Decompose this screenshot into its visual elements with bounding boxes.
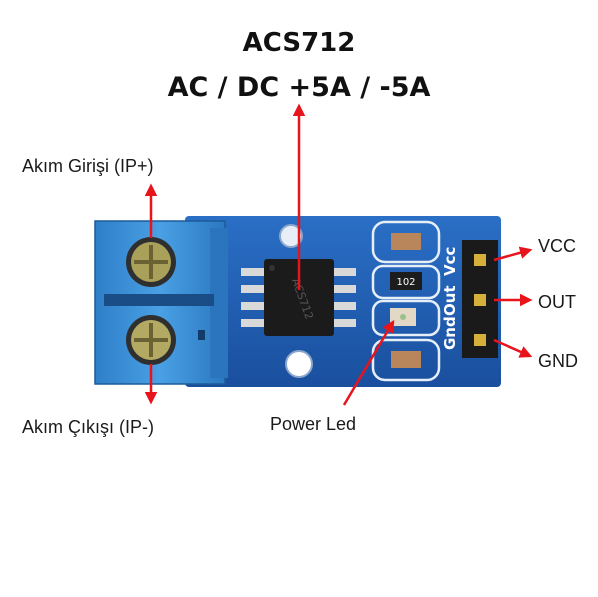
label-current-output: Akım Çıkışı (IP-)	[22, 417, 154, 437]
diagram-title: ACS712	[242, 28, 356, 58]
pin-label-vcc: Vcc	[441, 247, 459, 276]
header-pins	[462, 240, 498, 358]
arrow-vcc	[493, 246, 533, 262]
label-gnd: GND	[538, 351, 578, 371]
label-power-led: Power Led	[270, 414, 357, 434]
smd-components	[371, 220, 441, 382]
diagram-subtitle: AC / DC +5A / -5A	[167, 72, 431, 103]
pin-label-gnd: Gnd	[441, 316, 459, 350]
mounting-hole-bottom	[285, 350, 313, 378]
pin-label-out: Out	[441, 285, 459, 316]
arrow-gnd	[493, 338, 533, 358]
pcb-board	[185, 216, 501, 387]
label-vcc: VCC	[538, 236, 577, 256]
label-current-input: Akım Girişi (IP+)	[22, 156, 154, 176]
acs712-chip	[241, 259, 356, 336]
screw-terminal-block	[94, 220, 228, 385]
annotation-arrows	[144, 103, 533, 406]
resistor-code: 102	[396, 277, 415, 288]
mounting-hole-top	[279, 224, 303, 248]
arrow-power-led	[342, 319, 395, 406]
label-out: OUT	[538, 292, 576, 312]
